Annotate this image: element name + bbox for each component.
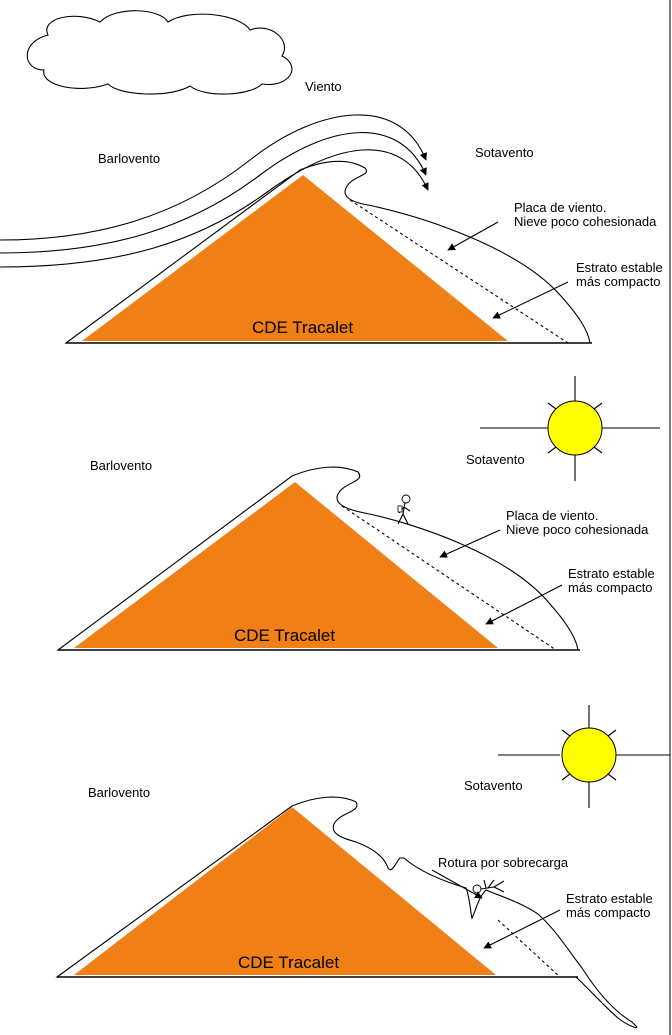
leeward-label-3: Sotavento: [464, 778, 523, 793]
mountain-title-2: CDE Tracalet: [234, 626, 335, 645]
stable-label-line2-1: más compacto: [576, 274, 661, 289]
slab-label-line1-2: Placa de viento.: [506, 508, 599, 523]
mountain-title-1: CDE Tracalet: [252, 318, 353, 337]
panel-1-wind-deposition: Viento Barlovento Sotavento Placa de vie…: [0, 10, 663, 344]
weak-layer-line-3: [497, 919, 561, 978]
mountain-3: [74, 807, 496, 975]
wind-stream-3: [0, 149, 429, 268]
leeward-label-1: Sotavento: [475, 145, 534, 160]
stable-label-line2-3: más compacto: [566, 905, 651, 920]
slab-label-line2-2: Nieve poco cohesionada: [506, 522, 649, 537]
panel-3-slab-rupture: Barlovento Sotavento Rotura por sobrecar…: [55, 705, 670, 1029]
mountain-1: [82, 175, 508, 341]
stable-label-line1-2: Estrato estable: [568, 566, 655, 581]
slab-pointer-arrow-2: [439, 529, 501, 558]
wind-stream-2: [0, 132, 427, 254]
sun-icon-3: [498, 705, 670, 808]
stable-label-line1-3: Estrato estable: [566, 891, 653, 906]
sun-disc-2: [547, 400, 603, 456]
slab-label-line2-1: Nieve poco cohesionada: [514, 214, 657, 229]
mountain-2: [74, 482, 498, 648]
skier-icon: [397, 494, 411, 525]
slab-label-line1-1: Placa de viento.: [514, 200, 607, 215]
stable-pointer-arrow-2: [485, 584, 563, 625]
stable-label-line2-2: más compacto: [568, 580, 653, 595]
windward-label-1: Barlovento: [98, 151, 160, 166]
sun-icon: [480, 376, 660, 481]
mountain-title-3: CDE Tracalet: [238, 953, 339, 972]
rupture-pointer-arrow: [431, 869, 483, 899]
wind-stream-1: [0, 114, 427, 241]
cloud-icon: [26, 10, 293, 95]
stable-pointer-arrow-3: [483, 909, 561, 949]
wind-label: Viento: [305, 79, 342, 94]
windward-label-3: Barlovento: [88, 785, 150, 800]
sun-disc-3: [561, 727, 617, 783]
panel-2-sun-and-skier: Barlovento Sotavento Placa de viento. Ni…: [56, 376, 660, 651]
weak-layer-line-1: [349, 199, 569, 344]
rupture-label: Rotura por sobrecarga: [438, 855, 569, 870]
slab-pointer-arrow-1: [447, 221, 499, 251]
stable-pointer-arrow-1: [492, 281, 569, 319]
windward-label-2: Barlovento: [90, 458, 152, 473]
weak-layer-line-2: [341, 505, 557, 651]
stable-label-line1-1: Estrato estable: [576, 260, 663, 275]
fallen-skier-icon: [472, 879, 505, 894]
leeward-label-2: Sotavento: [466, 452, 525, 467]
